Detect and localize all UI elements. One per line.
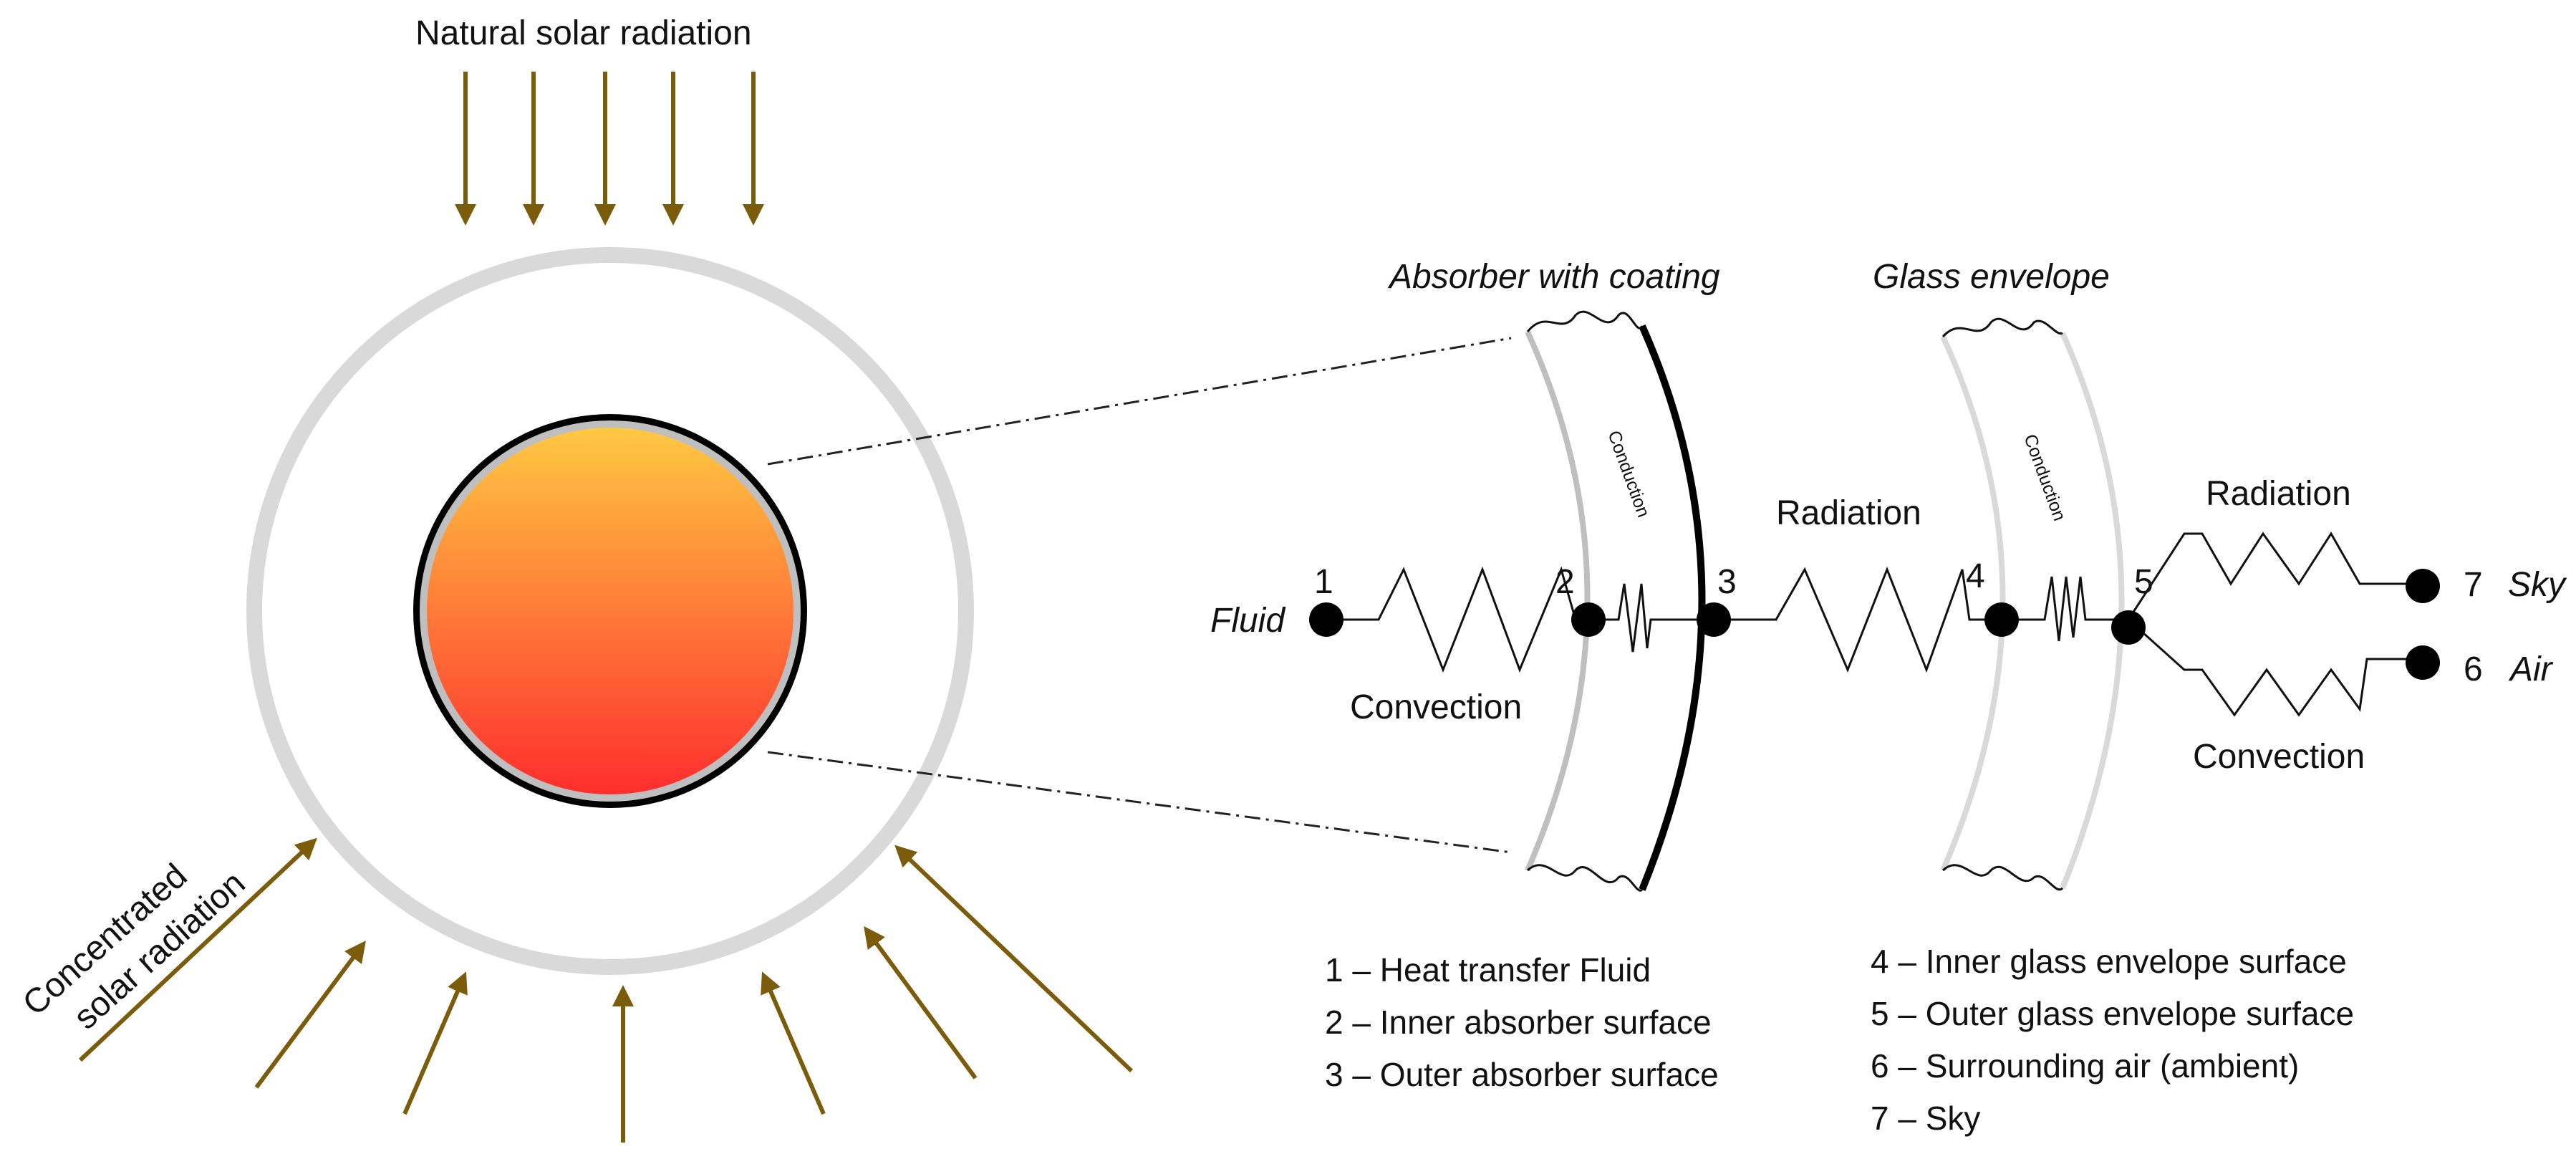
absorber-section — [1525, 310, 1706, 892]
node-inner-absorber — [1571, 602, 1606, 637]
absorber-break-bottom — [1526, 864, 1644, 892]
legend-right: 4 – Inner glass envelope surface 5 – Out… — [1871, 943, 2354, 1137]
air-convection-label: Convection — [2193, 738, 2365, 776]
node-label-1: 1 — [1314, 563, 1333, 601]
legend-left: 1 – Heat transfer Fluid 2 – Inner absorb… — [1325, 951, 1719, 1093]
sky-label: Sky — [2508, 566, 2567, 604]
air-label: Air — [2508, 650, 2554, 688]
zoom-line-top — [767, 337, 1512, 466]
inner-absorber-surface — [1525, 330, 1591, 872]
node-fluid — [1309, 602, 1344, 637]
concentrated-radiation-arrow — [761, 971, 826, 1115]
node-label-2: 2 — [1555, 563, 1575, 601]
outer-glass-surface — [2060, 332, 2125, 890]
natural-radiation-arrows — [455, 72, 764, 226]
zoom-lines — [767, 337, 1512, 854]
gap-radiation-resistor — [1714, 566, 2002, 673]
node-inner-glass — [1984, 602, 2019, 637]
network-nodes — [1309, 569, 2440, 680]
node-label-3: 3 — [1717, 563, 1737, 601]
node-sky — [2406, 569, 2440, 603]
concentrated-radiation-label: Concentrated solar radiation — [16, 857, 253, 1037]
sky-radiation-label: Radiation — [2206, 475, 2351, 513]
natural-radiation-label: Natural solar radiation — [415, 14, 752, 52]
legend-item: 3 – Outer absorber surface — [1325, 1056, 1719, 1093]
glass-break-top — [1941, 317, 2063, 338]
glass-envelope-ring — [246, 247, 974, 975]
sky-radiation-resistor — [2127, 532, 2421, 620]
gap-radiation-label: Radiation — [1776, 494, 1921, 532]
absorber-title: Absorber with coating — [1387, 258, 1720, 296]
concentrated-radiation-arrow — [402, 971, 468, 1115]
concentrated-radiation-arrows — [78, 837, 1134, 1143]
node-air — [2406, 645, 2440, 680]
fluid-convection-label: Convection — [1350, 688, 1522, 726]
concentrated-radiation-arrow — [864, 925, 978, 1080]
legend-item: 2 – Inner absorber surface — [1325, 1004, 1712, 1041]
air-convection-resistor — [2127, 618, 2421, 717]
glass-break-bottom — [1941, 864, 2064, 891]
node-outer-absorber — [1697, 602, 1731, 637]
legend-item: 1 – Heat transfer Fluid — [1325, 951, 1651, 989]
outer-absorber-surface — [1639, 324, 1706, 891]
absorber-conduction-resistor — [1588, 583, 1714, 653]
concentrated-radiation-arrow — [894, 845, 1134, 1073]
glass-conduction-resistor — [2002, 576, 2128, 642]
concentrated-radiation-arrow — [254, 940, 366, 1089]
concentrated-radiation-arrow — [78, 837, 317, 1062]
legend-item: 4 – Inner glass envelope surface — [1871, 943, 2347, 980]
legend-item: 7 – Sky — [1871, 1100, 1980, 1137]
node-label-6: 6 — [2464, 650, 2483, 688]
legend-item: 5 – Outer glass envelope surface — [1871, 995, 2354, 1032]
glass-title: Glass envelope — [1873, 258, 2110, 296]
node-label-4: 4 — [1966, 557, 1985, 595]
glass-section — [1940, 317, 2125, 891]
node-label-7: 7 — [2464, 566, 2483, 604]
node-label-5: 5 — [2134, 563, 2153, 601]
resistance-network — [1326, 532, 2421, 717]
legend-item: 6 – Surrounding air (ambient) — [1871, 1047, 2299, 1085]
inner-glass-surface — [1940, 335, 2006, 872]
zoom-line-bottom — [767, 751, 1512, 854]
heat-transfer-fluid — [427, 428, 793, 794]
node-outer-glass — [2111, 610, 2146, 645]
fluid-label: Fluid — [1210, 602, 1285, 640]
absorber-break-top — [1526, 310, 1644, 332]
fluid-convection-resistor — [1326, 566, 1588, 673]
